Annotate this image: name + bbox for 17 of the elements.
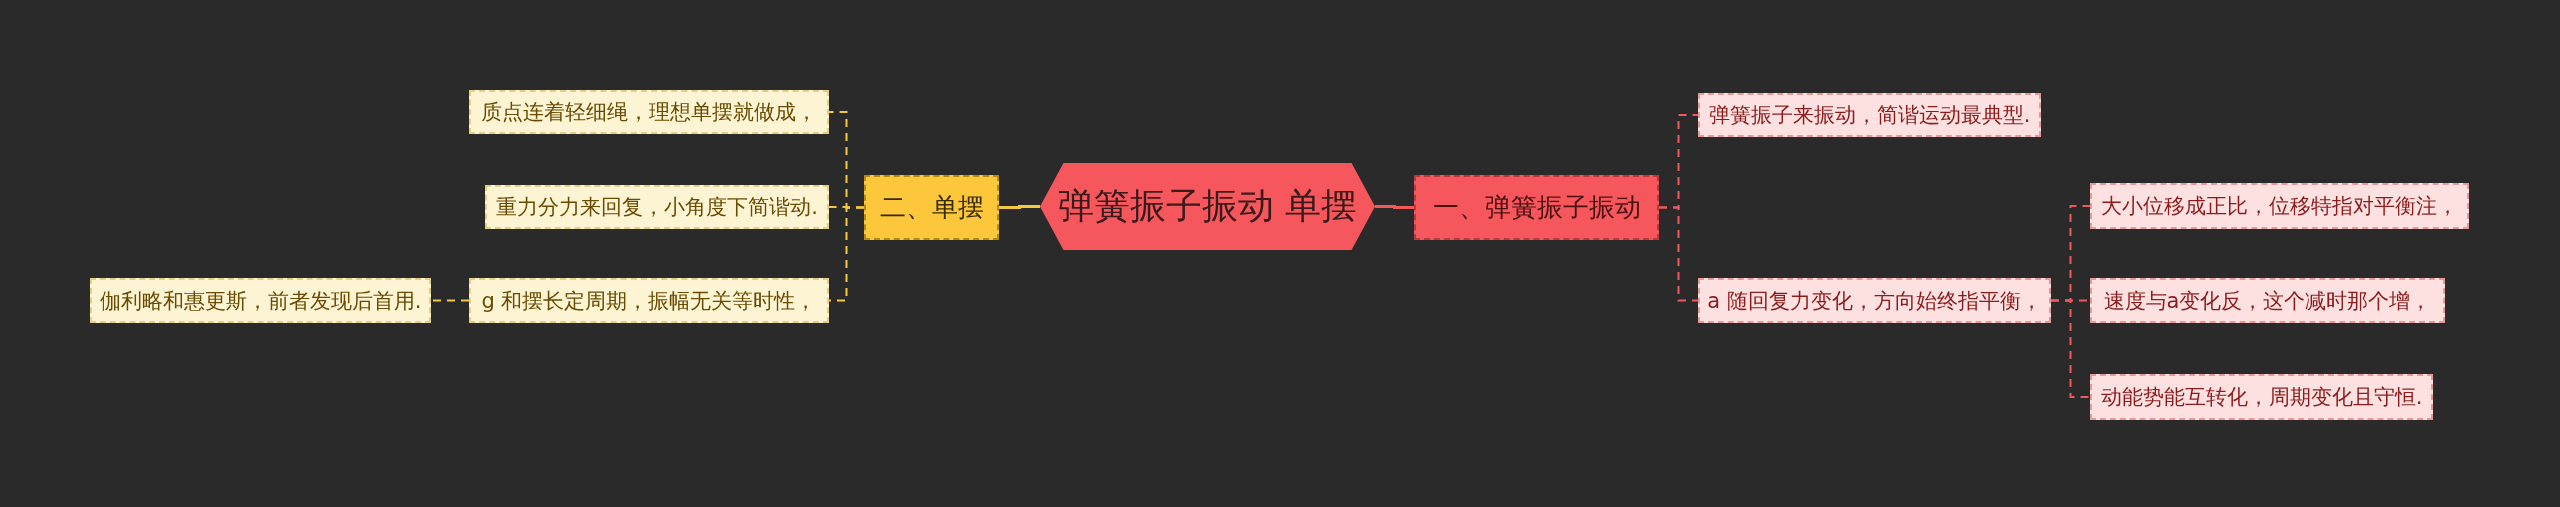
subtopic-box: 动能势能互转化，周期变化且守恒. bbox=[2090, 374, 2433, 420]
connector-line bbox=[999, 205, 1040, 209]
subtopic-box: a 随回复力变化，方向始终指平衡， bbox=[1698, 278, 2051, 323]
subtopic-box: 重力分力来回复，小角度下简谐动. bbox=[485, 185, 829, 229]
subtopic-box: 弹簧振子来振动，简谐运动最典型. bbox=[1698, 93, 2041, 137]
connector-line bbox=[1375, 205, 1414, 209]
subtopic-box: 大小位移成正比，位移特指对平衡注， bbox=[2090, 183, 2469, 229]
subtopic-box: g 和摆长定周期，振幅无关等时性， bbox=[469, 278, 829, 323]
subtopic-box: 速度与a变化反，这个减时那个增， bbox=[2090, 278, 2445, 323]
connector-line bbox=[430, 299, 470, 302]
subtopic-box: 伽利略和惠更斯，前者发现后首用. bbox=[90, 278, 431, 323]
connector-line bbox=[2050, 299, 2091, 398]
connector-line bbox=[828, 206, 865, 302]
branch-topic-box: 一、弹簧振子振动 bbox=[1414, 175, 1659, 240]
branch-topic-box: 二、单摆 bbox=[864, 175, 999, 240]
subtopic-box: 质点连着轻细绳，理想单摆就做成， bbox=[469, 90, 829, 134]
connector-line bbox=[1658, 206, 1699, 302]
